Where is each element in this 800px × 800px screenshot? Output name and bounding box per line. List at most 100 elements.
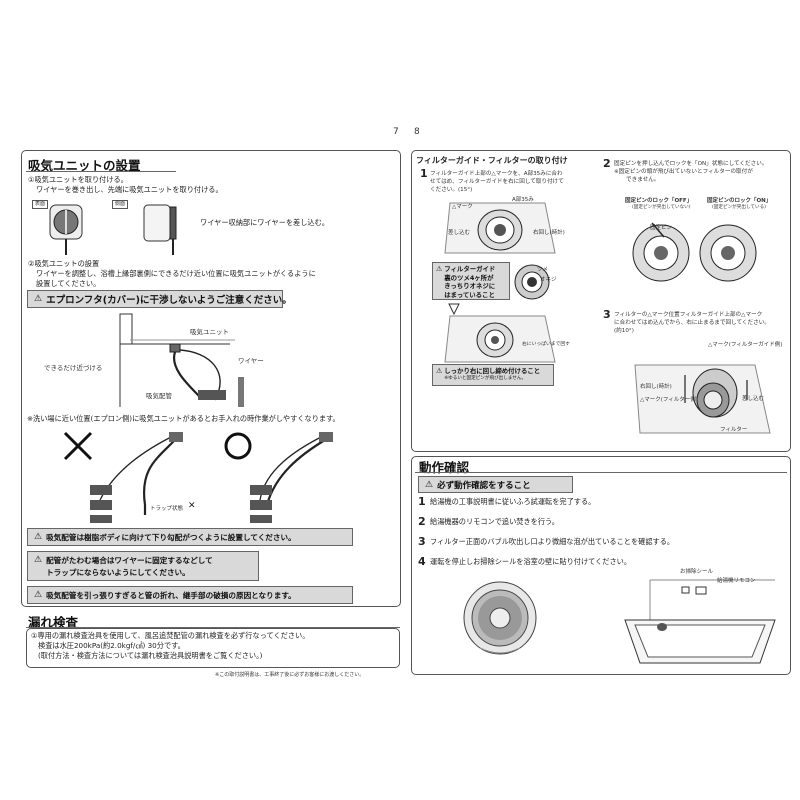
leak-check-panel (26, 628, 400, 668)
bad-piping-illustration (90, 432, 183, 523)
label-suction-pipe: 吸気配管 (146, 392, 172, 400)
warning-apron: ⚠ エプロンフタ(カバー)に干渉しないようご注意ください。 (27, 290, 292, 308)
op-number-2: 2 (418, 515, 426, 528)
filter-step2-line1: 固定ピンを押し込んでロックを「ON」状態にしてください。 (614, 161, 768, 167)
correct-circle-icon (224, 432, 252, 460)
filter-step3-line1: フィルターの△マーク位置フィルターガイド上部の△マーク (614, 312, 763, 318)
trap-cross-icon: ✕ (188, 501, 196, 511)
incorrect-cross-icon (63, 431, 93, 461)
warning-triangle-icon: ⚠ (34, 294, 43, 304)
label-suction-unit: 吸気ユニット (190, 328, 229, 336)
warning-hooks-line2: 裏のツメ4ヶ所が (444, 273, 494, 282)
op-number-3: 3 (418, 535, 426, 548)
warning-operation: ⚠ 必ず動作確認をすること (418, 476, 573, 493)
filter-step2-line2: ※固定ピンの頭が飛び出ていないとフィルターの取付が (614, 169, 753, 175)
filter-step1-line3: ください。(15°) (430, 187, 473, 193)
filter-step2-line3: できません。 (626, 177, 660, 183)
filter-step1-line2: せてはめ、フィルターガイドを右に回して取り付けて (430, 179, 564, 185)
lock-off-label: 固定ピンのロック「OFF」 (625, 198, 693, 204)
label-side: 側面 (112, 200, 129, 209)
warning-slope: ⚠ 吸気配管は樹脂ボディに向けて下り勾配がつくように設置してください。 (27, 528, 353, 546)
warning-triangle-icon: ⚠ (34, 555, 43, 565)
warning-hooks-line3: きっちりオネジに (444, 282, 496, 290)
label-front: 表面 (32, 200, 49, 209)
bathtub-seal-illustration (624, 579, 776, 664)
label-mark-guide: △マーク(フィルターガイド側) (708, 342, 783, 348)
filter-title: フィルターガイド・フィルターの取り付け (416, 156, 568, 165)
label-claw: ツメ (537, 267, 549, 273)
step2-line1: ②吸気ユニットの設置 (28, 259, 100, 268)
operation-step2: 給湯機器のリモコンで追い焚きを行う。 (430, 517, 559, 526)
lock-pin-illustration (632, 222, 757, 282)
filter-guide-back-illustration (514, 264, 550, 300)
warning-triangle-icon: ⚠ (436, 265, 443, 273)
warning-triangle-icon: ⚠ (34, 590, 43, 600)
op-number-4: 4 (418, 555, 426, 568)
step-number-1: 1 (420, 167, 428, 180)
filter-step3-line3: (約10°) (614, 328, 634, 334)
label-pin: 固定ピン (650, 225, 673, 231)
operation-title-underline (415, 472, 787, 473)
warning-slope-text: 吸気配管は樹脂ボディに向けて下り勾配がつくように設置してください。 (46, 532, 296, 542)
label-turn-fully: 右にいっぱいまで回す (522, 342, 570, 347)
filter-bubble-illustration (463, 581, 537, 655)
filter-guide-installed-illustration (444, 315, 556, 363)
label-mark: △マーク (452, 204, 473, 210)
warning-apron-text: エプロンフタ(カバー)に干渉しないようご注意ください。 (46, 295, 292, 306)
page-number-right: 8 (414, 127, 420, 137)
warning-fix-line1: 配管がたわむ場合はワイヤーに固定するなどして (46, 556, 213, 565)
suction-unit-title: 吸気ユニットの設置 (28, 158, 141, 173)
step-number-3: 3 (603, 308, 611, 321)
warning-hooks-line4: はまっていること (444, 290, 495, 299)
leak-check-title: 漏れ検査 (28, 615, 79, 630)
step1-line1: ①吸気ユニットを取り付ける。 (28, 175, 128, 184)
label-close-as-possible: できるだけ近づける (44, 364, 103, 372)
step-number-2: 2 (603, 157, 611, 170)
warning-pull: ⚠ 吸気配管を引っ張りすぎると管の折れ、継手部の破損の原因となります。 (27, 586, 353, 604)
label-turn-right: 右回し(時計) (533, 230, 565, 236)
wire-caption: ワイヤー収納部にワイヤーを差し込む。 (200, 218, 329, 227)
page-number-left: 7 (393, 127, 399, 137)
warning-fix-line2: トラップにならないようにしてください。 (46, 568, 190, 577)
operation-step4: 運転を停止しお掃除シールを浴室の壁に貼り付けてください。 (430, 557, 632, 566)
step2-line2: ワイヤーを調整し、浴槽上縁部裏側にできるだけ近い位置に吸気ユニットがくるように (36, 269, 316, 278)
lock-off-sublabel: (固定ピンが突出していない) (632, 205, 691, 210)
warning-fix: ⚠ 配管がたわむ場合はワイヤーに固定するなどして トラップにならないようにしてく… (27, 551, 259, 581)
label-push: 差し込む (448, 230, 471, 236)
filter-step1-line1: フィルターガイド上部の△マークを、A部35みに合わ (430, 171, 563, 177)
filter-step3-line2: に合わせてはめ込んでから、右に止まるまで回してください。 (614, 320, 770, 326)
warning-triangle-icon: ⚠ (425, 479, 434, 490)
label-thread: オネジ (540, 277, 557, 283)
footer-note: ※この取付説明書は、工事終了後に必ずお客様にお渡しください。 (215, 672, 365, 678)
op-number-1: 1 (418, 495, 426, 508)
label-cleaning-seal: お掃除シール (680, 569, 714, 575)
title-underline (26, 171, 176, 172)
label-remote: 給湯機リモコン (717, 578, 756, 584)
label-mark-filter: △マーク(フィルター側) (640, 397, 698, 403)
warning-triangle-icon: ⚠ (34, 532, 43, 542)
leak-title-underline (26, 627, 400, 628)
operation-title: 動作確認 (419, 460, 470, 475)
warning-operation-text: 必ず動作確認をすること (437, 480, 531, 491)
step1-line2: ワイヤーを巻き出し、先端に吸気ユニットを取り付ける。 (36, 185, 223, 194)
leak-check-line1: ①専用の漏れ検査治具を使用して、風呂追焚配管の漏れ検査を必ず行なってください。 (31, 631, 310, 640)
leak-check-line3: (取付方法・検査方法については漏れ検査治具説明書をご覧ください。) (38, 651, 263, 660)
operation-step1: 給湯機の工事説明書に従いふろ試運転を完了する。 (430, 497, 596, 506)
warning-triangle-icon: ⚠ (436, 367, 443, 375)
warning-tighten-sub: ※ゆるいと固定ピンが飛び出しません。 (444, 376, 527, 381)
note-cleaning: ※洗い場に近い位置(エプロン側)に吸気ユニットがあるとお手入れの時作業がしやすく… (27, 414, 340, 423)
lock-on-sublabel: (固定ピンが突出している) (712, 205, 766, 210)
warning-pull-text: 吸気配管を引っ張りすぎると管の折れ、継手部の破損の原因となります。 (46, 590, 296, 600)
label-filter: フィルター (720, 427, 748, 433)
warning-hooks: ⚠ フィルターガイド 裏のツメ4ヶ所が きっちりオネジに はまっていること (432, 262, 510, 300)
label-trap: トラップ状態 (150, 506, 184, 512)
warning-tighten: ⚠ しっかり右に回し締め付けること ※ゆるいと固定ピンが飛び出しません。 (432, 364, 554, 386)
operation-step3: フィルター正面のバブル吹出し口より微細な泡が出ていることを確認する。 (430, 537, 675, 546)
suction-unit-front-illustration (49, 204, 83, 255)
warning-tighten-text: しっかり右に回し締め付けること (444, 367, 541, 375)
suction-unit-side-illustration (143, 204, 177, 255)
step2-line3: 設置してください。 (36, 279, 101, 288)
leak-check-line2: 検査は水圧200kPa(約2.0kgf/㎠) 30分です。 (38, 641, 185, 650)
filter-install-illustration (634, 364, 771, 434)
down-arrow-icon (448, 303, 460, 316)
